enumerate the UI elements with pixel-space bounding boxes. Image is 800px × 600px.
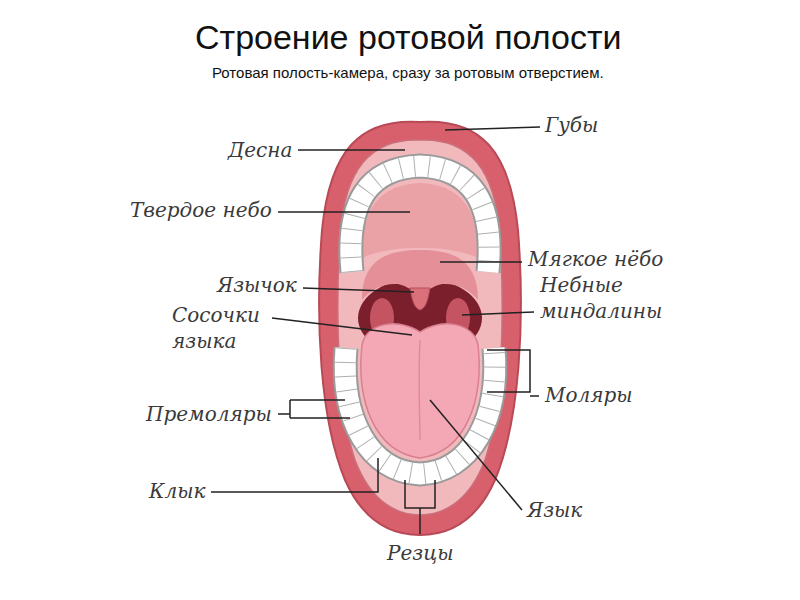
upper-teeth <box>351 166 489 272</box>
tooth-gaps <box>351 166 489 272</box>
part-label: Сосочки языка <box>172 302 292 354</box>
part-label: Язык <box>527 497 582 523</box>
diagram-caption: Ротовая полость-камера, сразу за ротовым… <box>212 64 604 81</box>
part-label: Губы <box>545 112 598 138</box>
part-label: Премоляры <box>146 401 272 427</box>
part-label: Моляры <box>545 382 633 408</box>
part-label: Десна <box>228 137 292 163</box>
part-label: Клык <box>149 478 205 504</box>
leader-lines <box>211 127 540 534</box>
part-label: Мягкое нёбо <box>528 246 663 272</box>
part-label: Резцы <box>387 540 453 566</box>
tongue-groove <box>418 340 420 440</box>
diagram-title: Строение ротовой полости <box>195 18 621 57</box>
part-label: Твердое небо <box>130 197 272 223</box>
oral-cavity <box>338 140 502 515</box>
part-label: Язычок <box>217 272 297 298</box>
part-label: Небные миндалины <box>540 272 690 324</box>
upper-teeth <box>351 166 489 272</box>
